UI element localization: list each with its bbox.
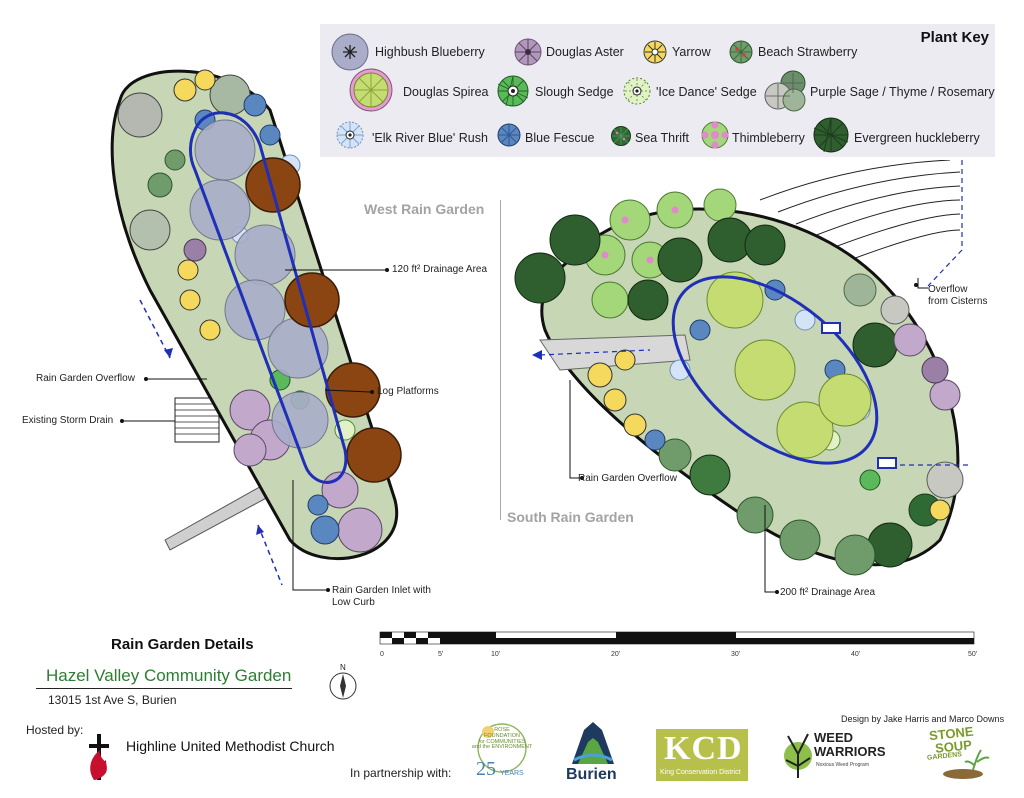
plant-key-panel: Plant Key Highbush Blueberry Douglas Ast… (320, 24, 995, 157)
callout-west-overflow: Rain Garden Overflow (36, 373, 135, 384)
evergreen-huckleberry-icon (813, 117, 849, 153)
north-arrow-icon (329, 672, 357, 700)
weed-warriors-logo: WEED WARRIORS Noxious Weed Program (782, 728, 886, 784)
blue-fescue-icon (497, 123, 521, 147)
roof-lines (759, 160, 961, 261)
weed-word: WEED (814, 730, 853, 745)
west-rain-garden-drawing (110, 69, 402, 592)
weed-program-text: Noxious Weed Program (816, 762, 869, 768)
twenty-five-number: 25 (476, 758, 496, 780)
garden-name-underline (36, 688, 292, 689)
douglas-spirea-icon (349, 68, 393, 112)
key-label-blue-fescue: Blue Fescue (525, 131, 595, 145)
sea-thrift-icon (611, 126, 631, 146)
south-rain-garden-drawing (514, 160, 970, 594)
foundation-word: FOUNDATION (484, 732, 520, 739)
partnership-label: In partnership with: (350, 766, 452, 780)
key-label-sea-thrift: Sea Thrift (635, 131, 689, 145)
scale-tick-20: 20' (611, 651, 621, 658)
burien-wordmark: Burien (566, 766, 617, 783)
highbush-blueberry-icon (331, 33, 369, 71)
callout-overflow-cisterns: Overflow from Cisterns (928, 284, 988, 307)
burien-logo: Burien (562, 720, 624, 786)
scale-tick-40: 40' (851, 651, 861, 658)
environment-word: and the ENVIRONMENT (471, 744, 533, 751)
callout-south-drainage-area: 200 ft² Drainage Area (780, 587, 876, 598)
rose-foundation-logo: ROSE FOUNDATION for COMMUNITIES and the … (470, 718, 534, 782)
west-blueberry-cluster (189, 119, 329, 449)
thimbleberry-icon (701, 121, 729, 149)
callout-west-drainage-area: 120 ft² Drainage Area (392, 264, 488, 275)
key-label-douglas-spirea: Douglas Spirea (403, 85, 489, 99)
douglas-aster-icon (514, 38, 542, 66)
south-drainage-boundary (671, 275, 879, 465)
rose-word: ROSE (494, 727, 510, 733)
elk-river-rush-icon (336, 121, 364, 149)
slough-sedge-icon (497, 75, 529, 107)
key-label-elk-river-rush: 'Elk River Blue' Rush (372, 131, 488, 145)
key-label-slough-sedge: Slough Sedge (535, 85, 614, 99)
communities-word: for COMMUNITIES (478, 738, 526, 745)
warriors-word: WARRIORS (814, 744, 886, 759)
kcd-letters: KCD (664, 730, 743, 767)
beach-strawberry-icon (729, 40, 753, 64)
years-word: YEARS (500, 770, 524, 777)
garden-address: 13015 1st Ave S, Burien (48, 693, 177, 707)
north-label: N (340, 663, 346, 672)
south-huckleberries (514, 214, 913, 568)
rain-garden-details-title: Rain Garden Details (111, 636, 254, 653)
key-label-ice-dance-sedge: 'Ice Dance' Sedge (656, 85, 757, 99)
design-credit: Design by Jake Harris and Marco Downs (841, 714, 1005, 724)
scale-tick-10: 10' (491, 651, 501, 658)
key-label-evergreen-huckleberry: Evergreen huckleberry (854, 131, 980, 145)
key-label-thimbleberry: Thimbleberry (732, 131, 805, 145)
scale-bar (379, 631, 975, 645)
callout-inlet: Rain Garden Inlet with Low Curb (332, 585, 431, 608)
callout-south-overflow: Rain Garden Overflow (578, 473, 677, 484)
west-drainage-boundary (189, 111, 348, 484)
yarrow-icon (643, 40, 667, 64)
key-label-herb-mix: Purple Sage / Thyme / Rosemary (810, 85, 995, 99)
section-divider (500, 200, 501, 520)
plant-key-title: Plant Key (920, 29, 989, 46)
methodist-cross-flame-logo (89, 734, 109, 780)
scale-tick-30: 30' (731, 651, 741, 658)
host-church-name: Highline United Methodist Church (126, 738, 335, 754)
key-label-douglas-aster: Douglas Aster (546, 45, 624, 59)
hosted-by-label: Hosted by: (26, 723, 84, 737)
scale-tick-50: 50' (968, 651, 978, 658)
key-label-yarrow: Yarrow (672, 45, 711, 59)
herb-mix-icon (764, 70, 806, 112)
south-rain-garden-title: South Rain Garden (507, 509, 634, 525)
community-garden-name: Hazel Valley Community Garden (46, 666, 292, 685)
scale-tick-0: 0 (380, 651, 384, 658)
storm-drain-grate (174, 397, 220, 443)
south-spirea-cluster (706, 271, 872, 459)
key-label-highbush-blueberry: Highbush Blueberry (375, 45, 485, 59)
south-overflow-channel (539, 334, 691, 371)
ice-dance-sedge-icon (623, 77, 651, 105)
log-platforms (245, 157, 402, 483)
west-outer-plantings (117, 69, 383, 553)
kcd-name: King Conservation District (660, 769, 741, 776)
stone-soup-gardens-logo: STONE SOUP GARDENS (925, 724, 995, 782)
callout-log-platforms: Log Platforms (377, 386, 439, 397)
callout-storm-drain: Existing Storm Drain (22, 415, 114, 426)
key-label-beach-strawberry: Beach Strawberry (758, 45, 858, 59)
scale-tick-5: 5' (438, 651, 444, 658)
west-rain-garden-title: West Rain Garden (364, 201, 485, 217)
kcd-logo: KCD King Conservation District (656, 729, 748, 781)
